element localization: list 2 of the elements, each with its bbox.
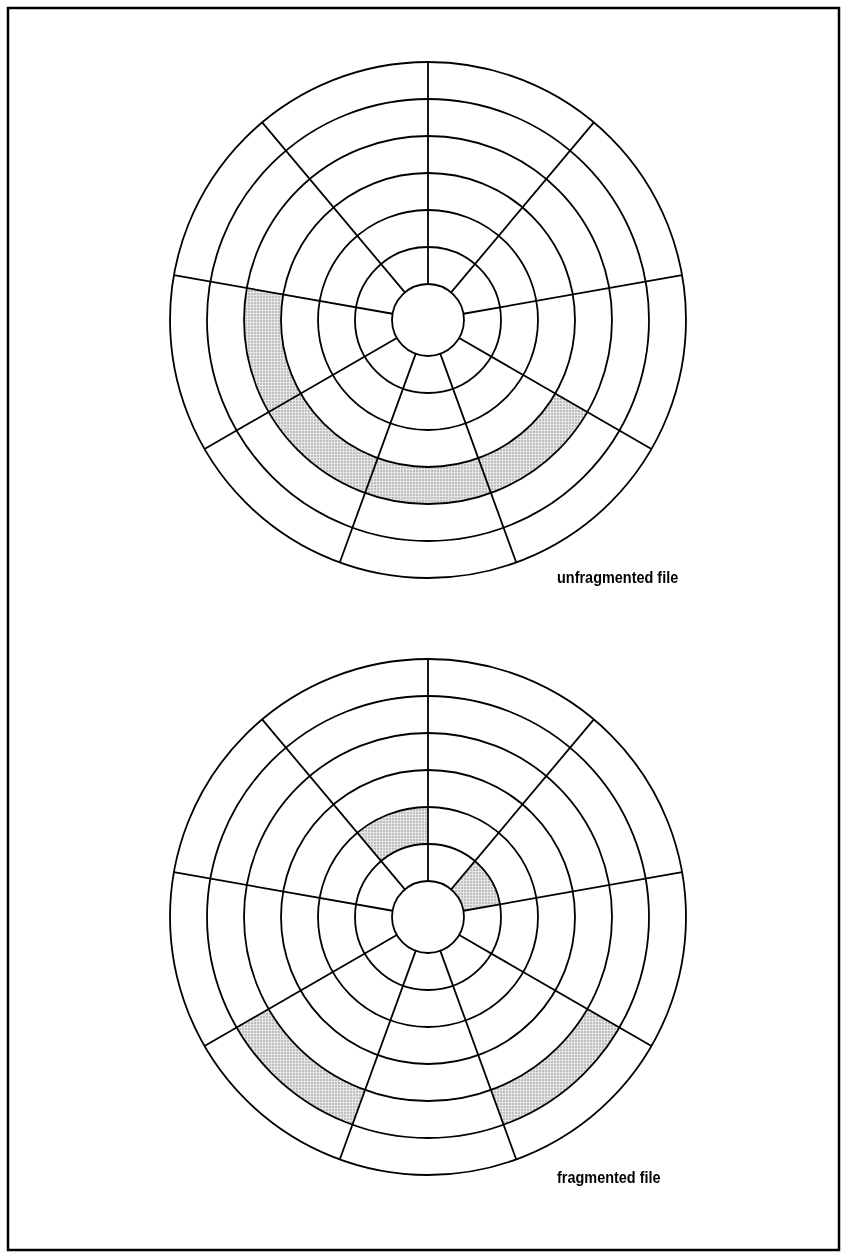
caption-label: fragmented file <box>557 1168 661 1188</box>
caption-label: unfragmented file <box>557 568 679 588</box>
